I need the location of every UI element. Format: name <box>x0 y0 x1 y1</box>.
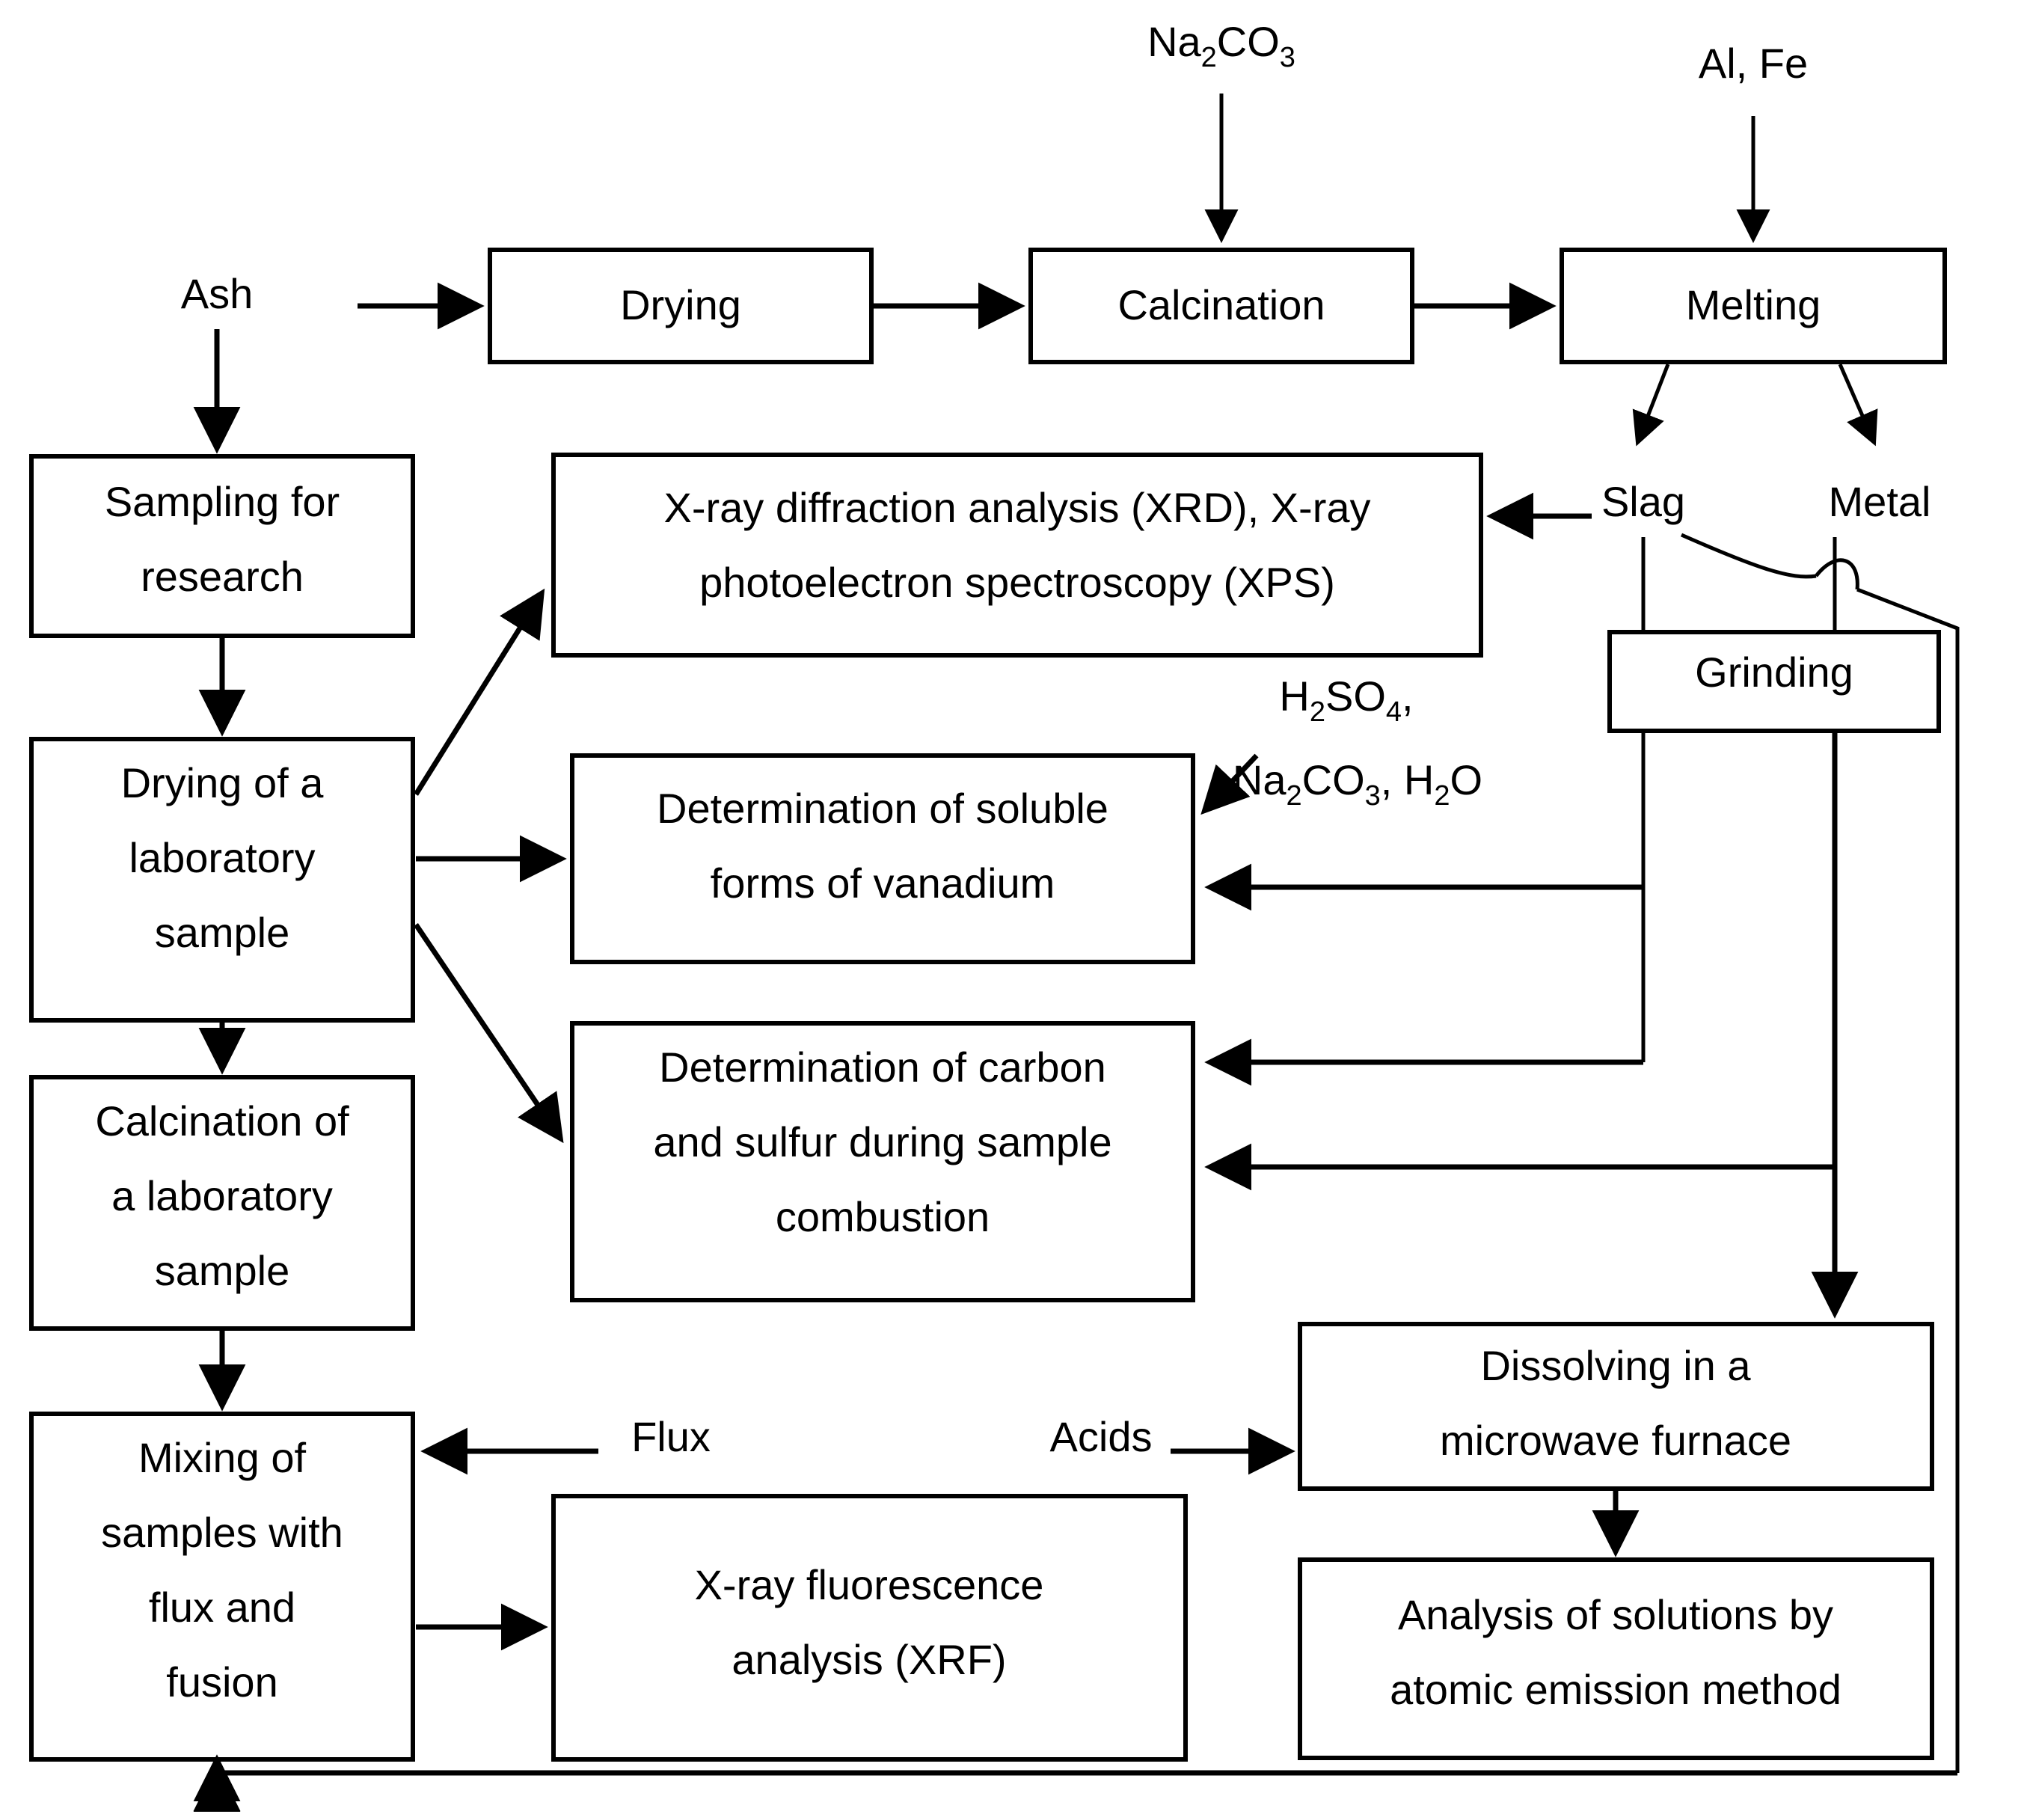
node-carbon-line3: combustion <box>776 1193 990 1240</box>
node-calcination[interactable] <box>1028 248 1414 364</box>
node-calc-lab-line2: a laboratory <box>111 1172 333 1219</box>
line-feedback-bottom <box>214 1769 1957 1776</box>
node-drying[interactable] <box>488 248 874 364</box>
node-melting-label: Melting <box>1686 281 1821 328</box>
node-drying-label: Drying <box>620 281 741 328</box>
line-crossing-hop <box>1815 558 1859 590</box>
label-acid-line1: H2SO4, <box>1279 672 1413 728</box>
label-metal: Metal <box>1829 478 1931 525</box>
node-mixing-line2: samples with <box>101 1509 343 1556</box>
node-sampling-line2: research <box>141 553 304 600</box>
node-carbon-line1: Determination of carbon <box>659 1044 1106 1091</box>
node-xrf-line1: X-ray fluorescence <box>695 1561 1044 1608</box>
node-sampling-for-research[interactable] <box>29 454 415 638</box>
label-flux: Flux <box>631 1413 711 1460</box>
arrow-dryinglab-to-carbon <box>414 923 564 1144</box>
label-na2co3: Na2CO3 <box>1147 18 1295 73</box>
arrow-melting-to-metal <box>1838 363 1878 447</box>
node-mixing-line3: flux and <box>149 1584 295 1631</box>
node-xrf-line2: analysis (XRF) <box>732 1636 1006 1683</box>
node-calcination-lab-sample[interactable] <box>29 1075 415 1331</box>
node-drying-lab-line1: Drying of a <box>121 759 325 806</box>
node-mixing-line4: fusion <box>166 1658 277 1706</box>
node-drying-lab-sample[interactable] <box>29 737 415 1023</box>
arrow-dryinglab-to-xrdxps <box>414 588 545 796</box>
node-mixing-flux-fusion[interactable] <box>29 1412 415 1762</box>
node-dissolving-line2: microwave furnace <box>1440 1417 1791 1464</box>
node-xrd-xps-line1: X-ray diffraction analysis (XRD), X-ray <box>664 484 1371 531</box>
node-sampling-line1: Sampling for <box>105 478 340 525</box>
node-atomic-emission[interactable] <box>1298 1557 1934 1760</box>
node-calc-lab-line1: Calcination of <box>95 1097 349 1145</box>
node-xrf[interactable] <box>551 1494 1188 1762</box>
arrow-acid-to-soluble <box>1200 753 1259 815</box>
node-drying-lab-line2: laboratory <box>129 834 315 881</box>
node-melting[interactable] <box>1560 248 1947 364</box>
node-soluble-line1: Determination of soluble <box>657 785 1108 832</box>
node-grinding[interactable] <box>1607 630 1941 733</box>
node-calc-lab-line3: sample <box>155 1247 290 1294</box>
node-atomic-line1: Analysis of solutions by <box>1398 1591 1833 1638</box>
label-al-fe: Al, Fe <box>1699 40 1808 87</box>
label-acid-line2: Na2CO3, H2O <box>1233 756 1482 812</box>
node-xrd-xps[interactable] <box>551 453 1483 658</box>
label-ash: Ash <box>181 270 254 317</box>
node-mixing-line1: Mixing of <box>138 1434 307 1481</box>
arrow-melting-to-slag <box>1632 364 1670 447</box>
node-dissolving-line1: Dissolving in a <box>1480 1342 1751 1389</box>
label-slag: Slag <box>1601 478 1685 525</box>
node-grinding-label: Grinding <box>1695 649 1853 696</box>
node-xrd-xps-line2: photoelectron spectroscopy (XPS) <box>699 559 1335 606</box>
line-slag-to-right-rail-part1 <box>1680 533 1817 579</box>
label-acids: Acids <box>1050 1413 1153 1460</box>
node-calcination-label: Calcination <box>1117 281 1325 328</box>
line-right-rail <box>1856 587 1960 1773</box>
node-carbon-sulfur[interactable] <box>570 1021 1195 1302</box>
node-carbon-line2: and sulfur during sample <box>653 1118 1111 1165</box>
node-drying-lab-line3: sample <box>155 909 290 956</box>
node-soluble-line2: forms of vanadium <box>711 860 1055 907</box>
node-atomic-line2: atomic emission method <box>1390 1666 1841 1713</box>
node-soluble-vanadium[interactable] <box>570 753 1195 964</box>
